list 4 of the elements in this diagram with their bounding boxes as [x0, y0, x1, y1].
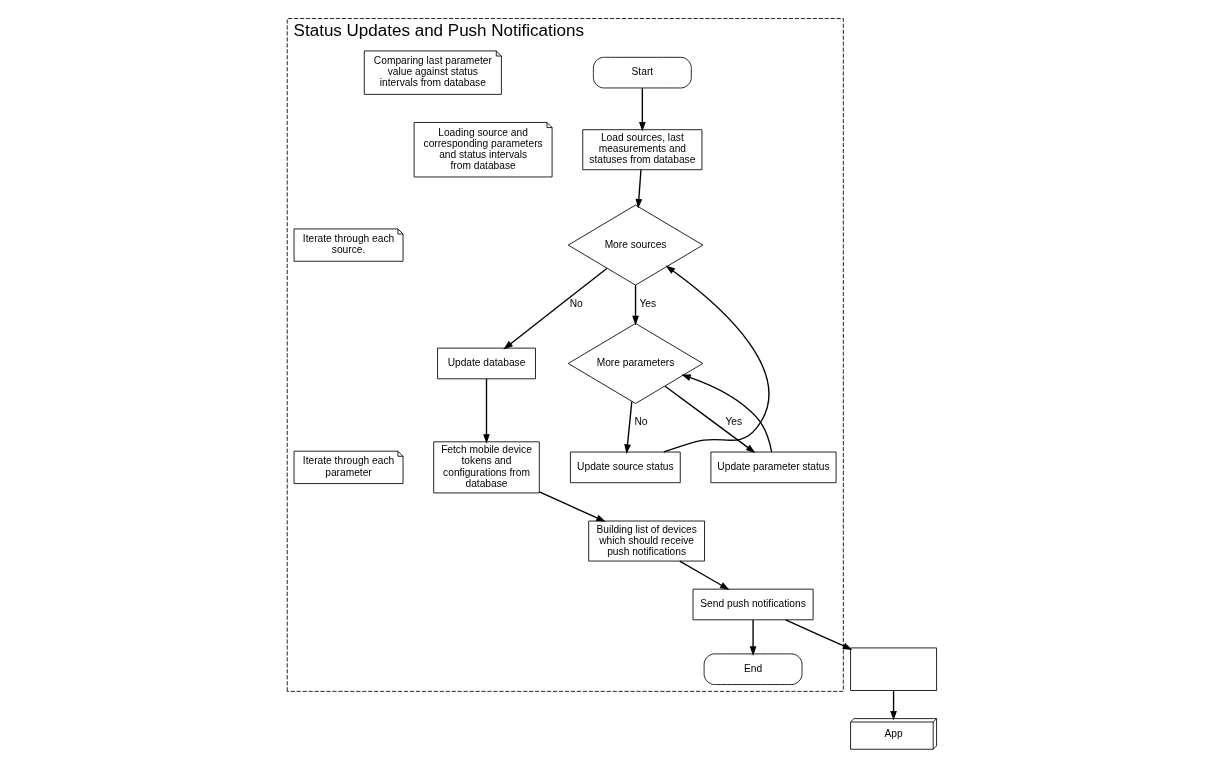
edge-label: No	[569, 297, 583, 309]
edge-label: Yes	[725, 416, 743, 428]
edge-label: Yes	[639, 297, 657, 309]
edge-label: No	[634, 416, 648, 428]
